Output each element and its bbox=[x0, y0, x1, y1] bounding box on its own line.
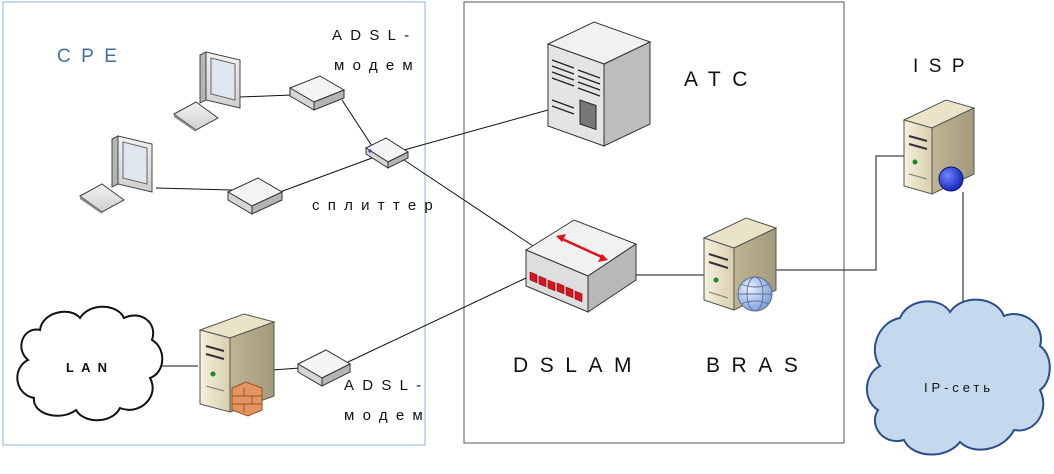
splitter-label: сплиттер bbox=[312, 197, 441, 214]
ats-label: АТС bbox=[684, 68, 759, 91]
adsl-modem-icon bbox=[296, 349, 352, 387]
cpe-zone-label: CPE bbox=[57, 46, 127, 67]
adsl-modem-top-label-line2: модем bbox=[334, 57, 421, 74]
link-splitter-dslam bbox=[403, 159, 534, 247]
adsl-modem-top-label-line1: ADSL- bbox=[332, 27, 417, 44]
link-modem-splitter bbox=[341, 99, 373, 147]
cpe-zone bbox=[2, 1, 426, 446]
computer-icon bbox=[173, 51, 241, 132]
link-modem2-splitter bbox=[279, 157, 373, 193]
isp-server-icon bbox=[902, 99, 976, 195]
ip-network-label: IP-сеть bbox=[924, 380, 994, 395]
adsl-modem-bottom-label-line2: модем bbox=[344, 407, 431, 424]
link-server-modem bbox=[271, 367, 301, 371]
ats-server-icon bbox=[546, 21, 652, 147]
lan-label: LAN bbox=[66, 360, 114, 375]
dslam-label: DSLAM bbox=[513, 354, 643, 377]
splitter-icon bbox=[364, 137, 410, 169]
dslam-switch-icon bbox=[524, 219, 638, 313]
adsl-modem-icon bbox=[288, 75, 346, 111]
adsl-modem-icon bbox=[226, 177, 284, 215]
link-splitter-ats bbox=[403, 109, 549, 151]
bras-label: BRAS bbox=[706, 354, 809, 377]
adsl-modem-bottom-label-line1: ADSL- bbox=[344, 377, 429, 394]
server-firewall-icon bbox=[198, 313, 276, 417]
link-bras-isp bbox=[776, 155, 904, 271]
bras-server-icon bbox=[702, 217, 778, 312]
ip-network-cloud-icon bbox=[866, 298, 1051, 456]
lan-cloud-icon bbox=[16, 305, 164, 422]
provider-zone bbox=[463, 1, 845, 444]
isp-zone-label: ISP bbox=[913, 56, 975, 77]
link-modem-dslam bbox=[347, 277, 527, 363]
computer-icon bbox=[79, 135, 153, 214]
link-pc2-modem bbox=[155, 187, 233, 191]
link-pc1-modem bbox=[239, 94, 293, 98]
